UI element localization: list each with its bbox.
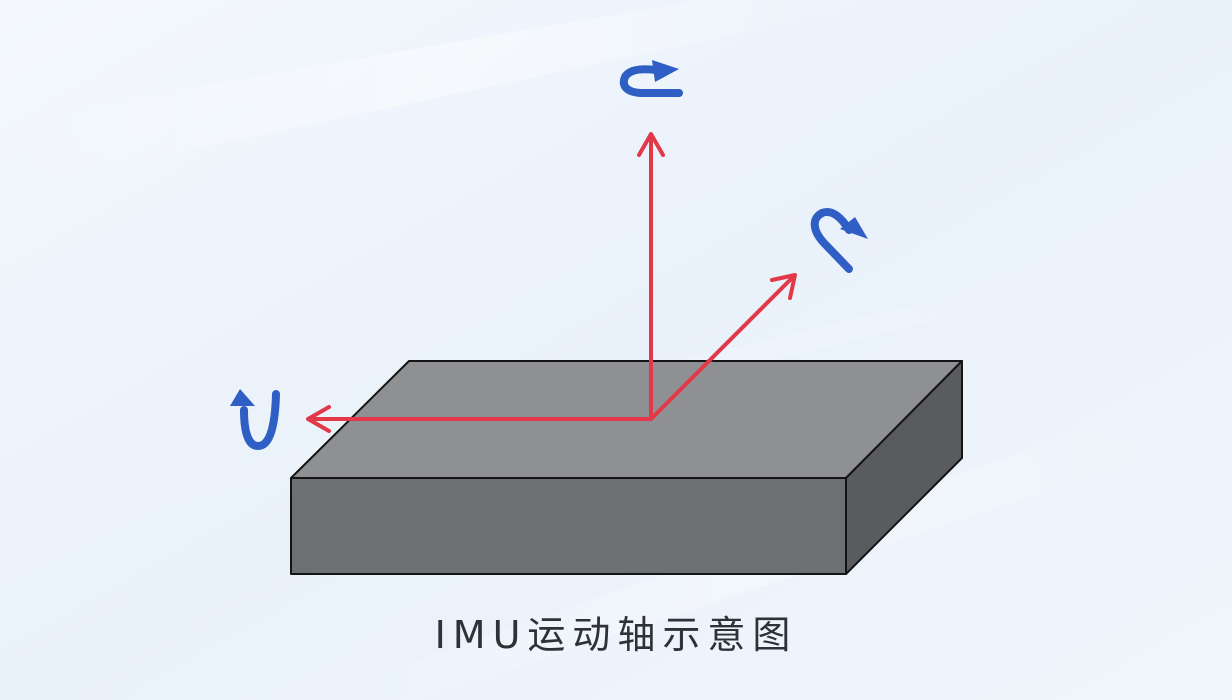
imu-block: [290, 360, 963, 575]
rotation-arrow-horizontal-axis: [230, 389, 280, 451]
diagram-caption: IMU运动轴示意图: [434, 613, 798, 657]
axes: [306, 132, 797, 433]
rotation-arrow-diagonal-axis: [810, 208, 868, 273]
diagonal-axis: [649, 274, 796, 421]
horizontal-axis-arrowhead: [306, 405, 331, 433]
diagonal-axis-arrowhead: [770, 273, 797, 300]
vertical-axis-arrowhead: [637, 132, 665, 157]
background-streak: [0, 0, 900, 190]
rotation-arrow-vertical-axis: [619, 60, 683, 97]
rotation-arrows: [230, 60, 868, 451]
block-front-face: [290, 477, 847, 575]
